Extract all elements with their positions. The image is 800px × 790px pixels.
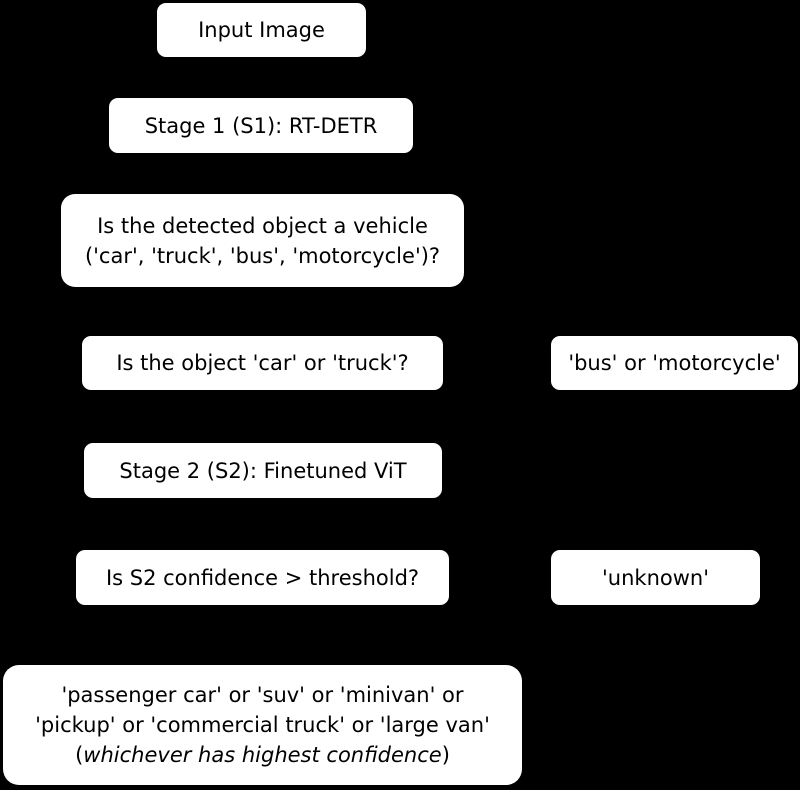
stage1-node: Stage 1 (S1): RT-DETR xyxy=(109,98,413,153)
result-line1: 'passenger car' or 'suv' or 'minivan' or xyxy=(61,683,464,707)
unknown-output-node: 'unknown' xyxy=(551,550,760,605)
confidence-decision-node: Is S2 confidence > threshold? xyxy=(76,550,449,605)
stage2-label: Stage 2 (S2): Finetuned ViT xyxy=(119,458,407,483)
bus-motorcycle-output-node: 'bus' or 'motorcycle' xyxy=(551,336,798,390)
input-image-label: Input Image xyxy=(198,18,325,42)
result-output-node: 'passenger car' or 'suv' or 'minivan' or… xyxy=(3,665,522,785)
unknown-label: 'unknown' xyxy=(602,565,709,590)
result-line3-italic: whichever has highest confidence xyxy=(83,743,442,767)
stage2-node: Stage 2 (S2): Finetuned ViT xyxy=(84,443,442,498)
bus-motorcycle-label: 'bus' or 'motorcycle' xyxy=(568,351,781,375)
result-line3: (whichever has highest confidence) xyxy=(75,740,450,770)
car-truck-decision-node: Is the object 'car' or 'truck'? xyxy=(82,336,443,390)
result-line2: 'pickup' or 'commercial truck' or 'large… xyxy=(35,713,490,737)
result-line3-open-paren: ( xyxy=(75,743,84,767)
stage1-label: Stage 1 (S1): RT-DETR xyxy=(144,113,378,138)
result-line3-close-paren: ) xyxy=(441,743,450,767)
vehicle-question-line2: ('car', 'truck', 'bus', 'motorcycle')? xyxy=(84,243,441,268)
car-truck-question-label: Is the object 'car' or 'truck'? xyxy=(116,351,409,375)
confidence-question-label: Is S2 confidence > threshold? xyxy=(105,565,420,590)
vehicle-decision-node: Is the detected object a vehicle ('car',… xyxy=(61,194,464,287)
input-image-node: Input Image xyxy=(157,3,366,57)
vehicle-question-line1: Is the detected object a vehicle xyxy=(97,213,428,238)
